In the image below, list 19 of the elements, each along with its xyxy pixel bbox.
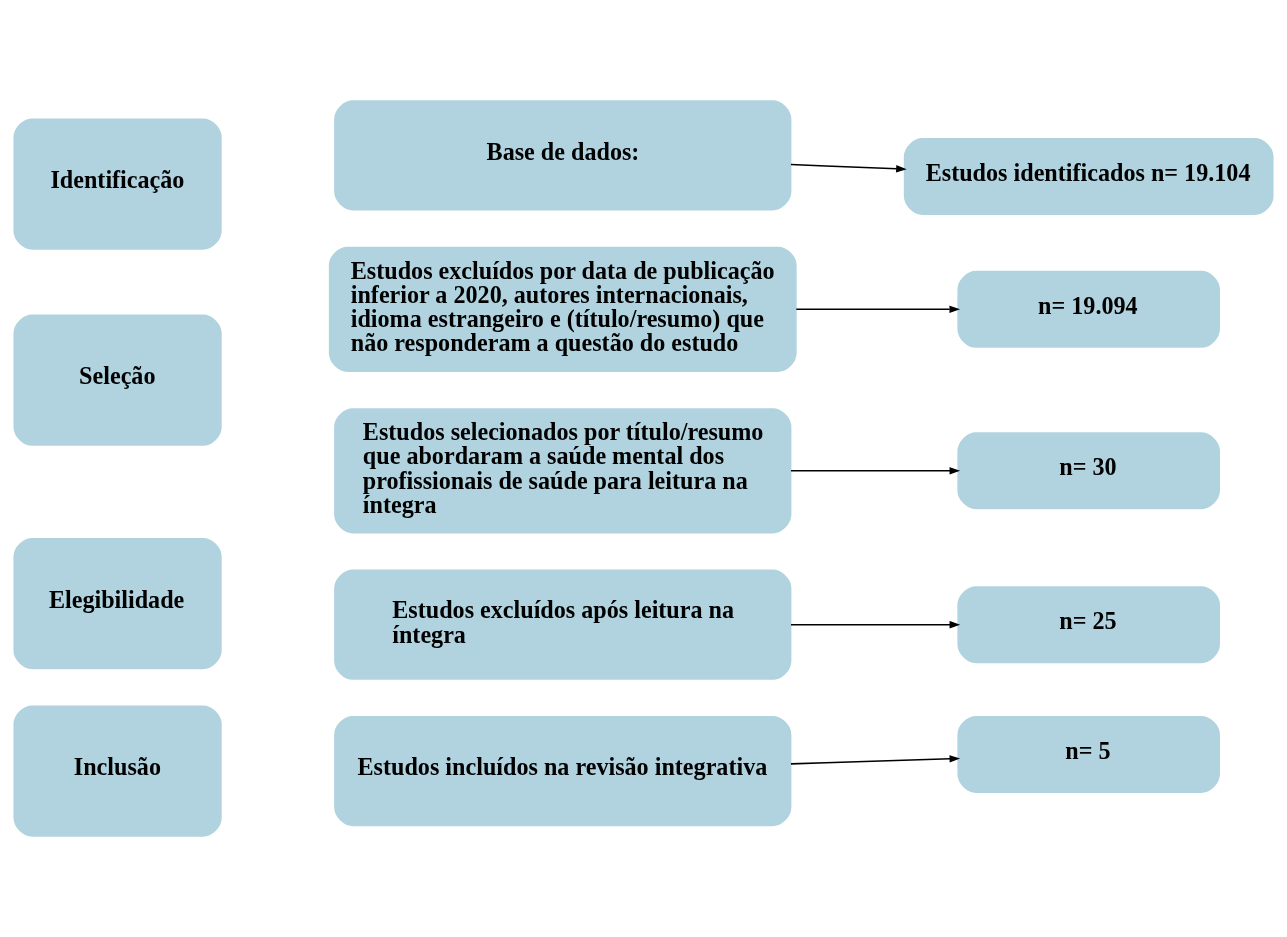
- node-box: n= 19.094: [957, 270, 1220, 348]
- node-box: Seleção: [13, 314, 222, 446]
- arrow: [790, 621, 961, 629]
- node-box: Estudos excluídos após leitura na íntegra: [334, 569, 792, 680]
- node-box: Estudos incluídos na revisão integrativa: [334, 716, 792, 827]
- node-box: Estudos excluídos por data de publicação inferior a 2020, autores internacionais, idioma estrangeiro e (título/resumo) que não responderam a questão do estudo: [328, 246, 797, 372]
- node-box: Estudos selecionados por título/resumo que abordaram a saúde mental dos profissionais de saúde para leitura na íntegra: [334, 408, 792, 534]
- node-box: Base de dados:: [334, 100, 792, 211]
- node-box: Identificação: [13, 118, 222, 250]
- node-box: Inclusão: [13, 705, 222, 837]
- node-box: Elegibilidade: [13, 537, 222, 670]
- arrow: [790, 467, 961, 475]
- node-box: n= 25: [957, 586, 1220, 664]
- node-box: n= 30: [957, 432, 1220, 510]
- arrow: [795, 305, 961, 313]
- node-box: Estudos identificados n= 19.104: [903, 138, 1274, 215]
- node-box: n= 5: [957, 716, 1220, 793]
- arrow: [790, 163, 907, 173]
- arrow: [790, 755, 961, 765]
